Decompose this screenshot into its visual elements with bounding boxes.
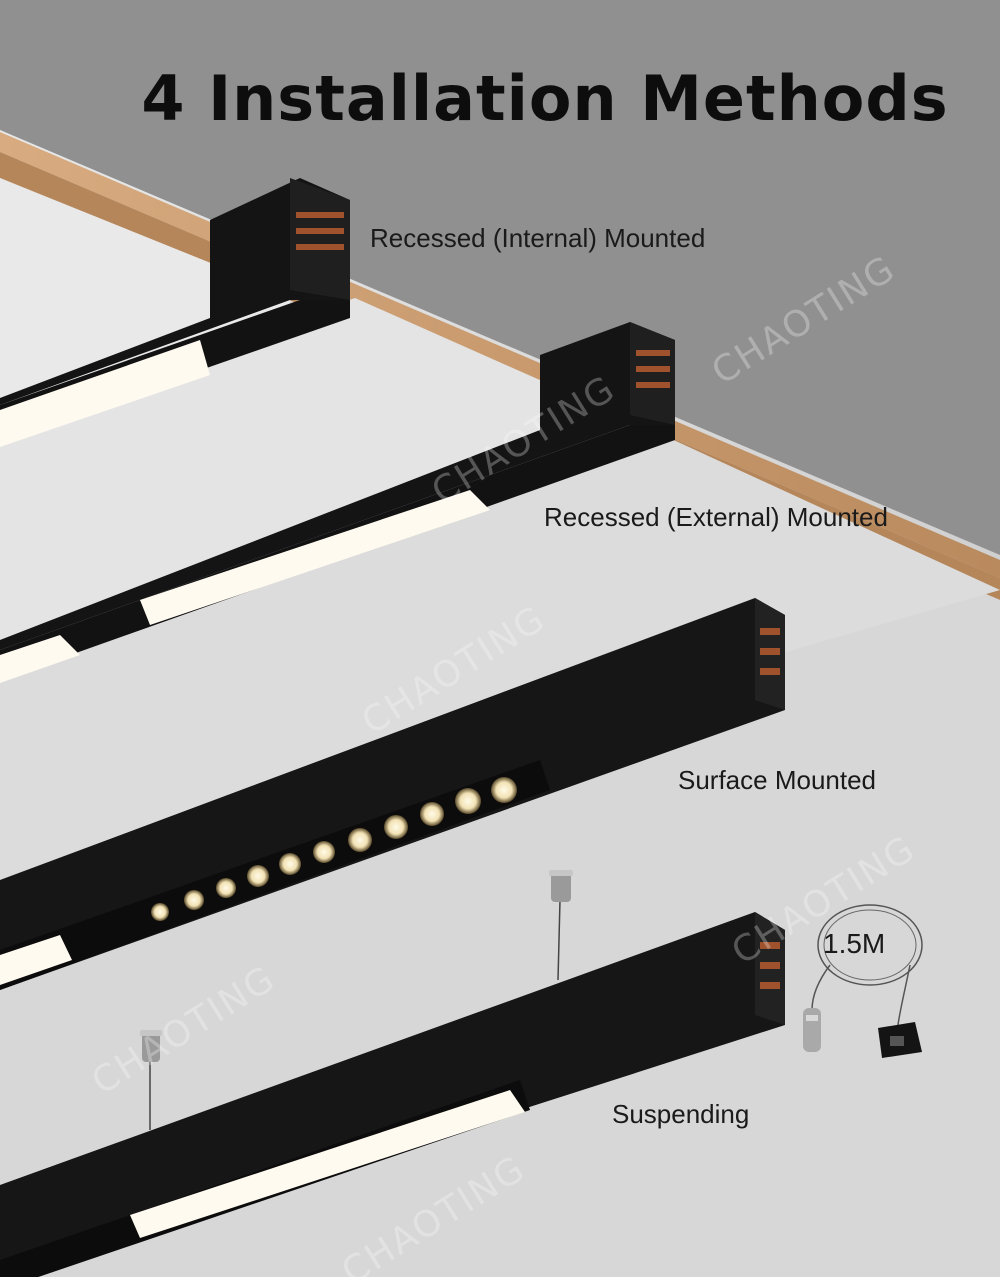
plane-1 bbox=[0, 178, 290, 420]
method-label-suspending: Suspending bbox=[612, 1099, 750, 1129]
ceiling-gray-area bbox=[0, 0, 1000, 580]
plane-3 bbox=[0, 420, 1000, 880]
suspension-wires bbox=[140, 870, 573, 1130]
profile-recessed-internal bbox=[0, 178, 350, 447]
method-label-recessed-external: Recessed (External) Mounted bbox=[544, 502, 888, 532]
led-array bbox=[151, 777, 517, 921]
method-label-recessed-internal: Recessed (Internal) Mounted bbox=[370, 223, 706, 253]
page-title: 4 Installation Methods bbox=[141, 62, 949, 135]
profile-recessed-external bbox=[0, 322, 675, 683]
profile-suspending bbox=[0, 912, 785, 1277]
cable-length-label: 1.5M bbox=[823, 928, 886, 959]
cable-accessory bbox=[803, 904, 923, 1058]
method-label-surface-mounted: Surface Mounted bbox=[678, 765, 877, 795]
